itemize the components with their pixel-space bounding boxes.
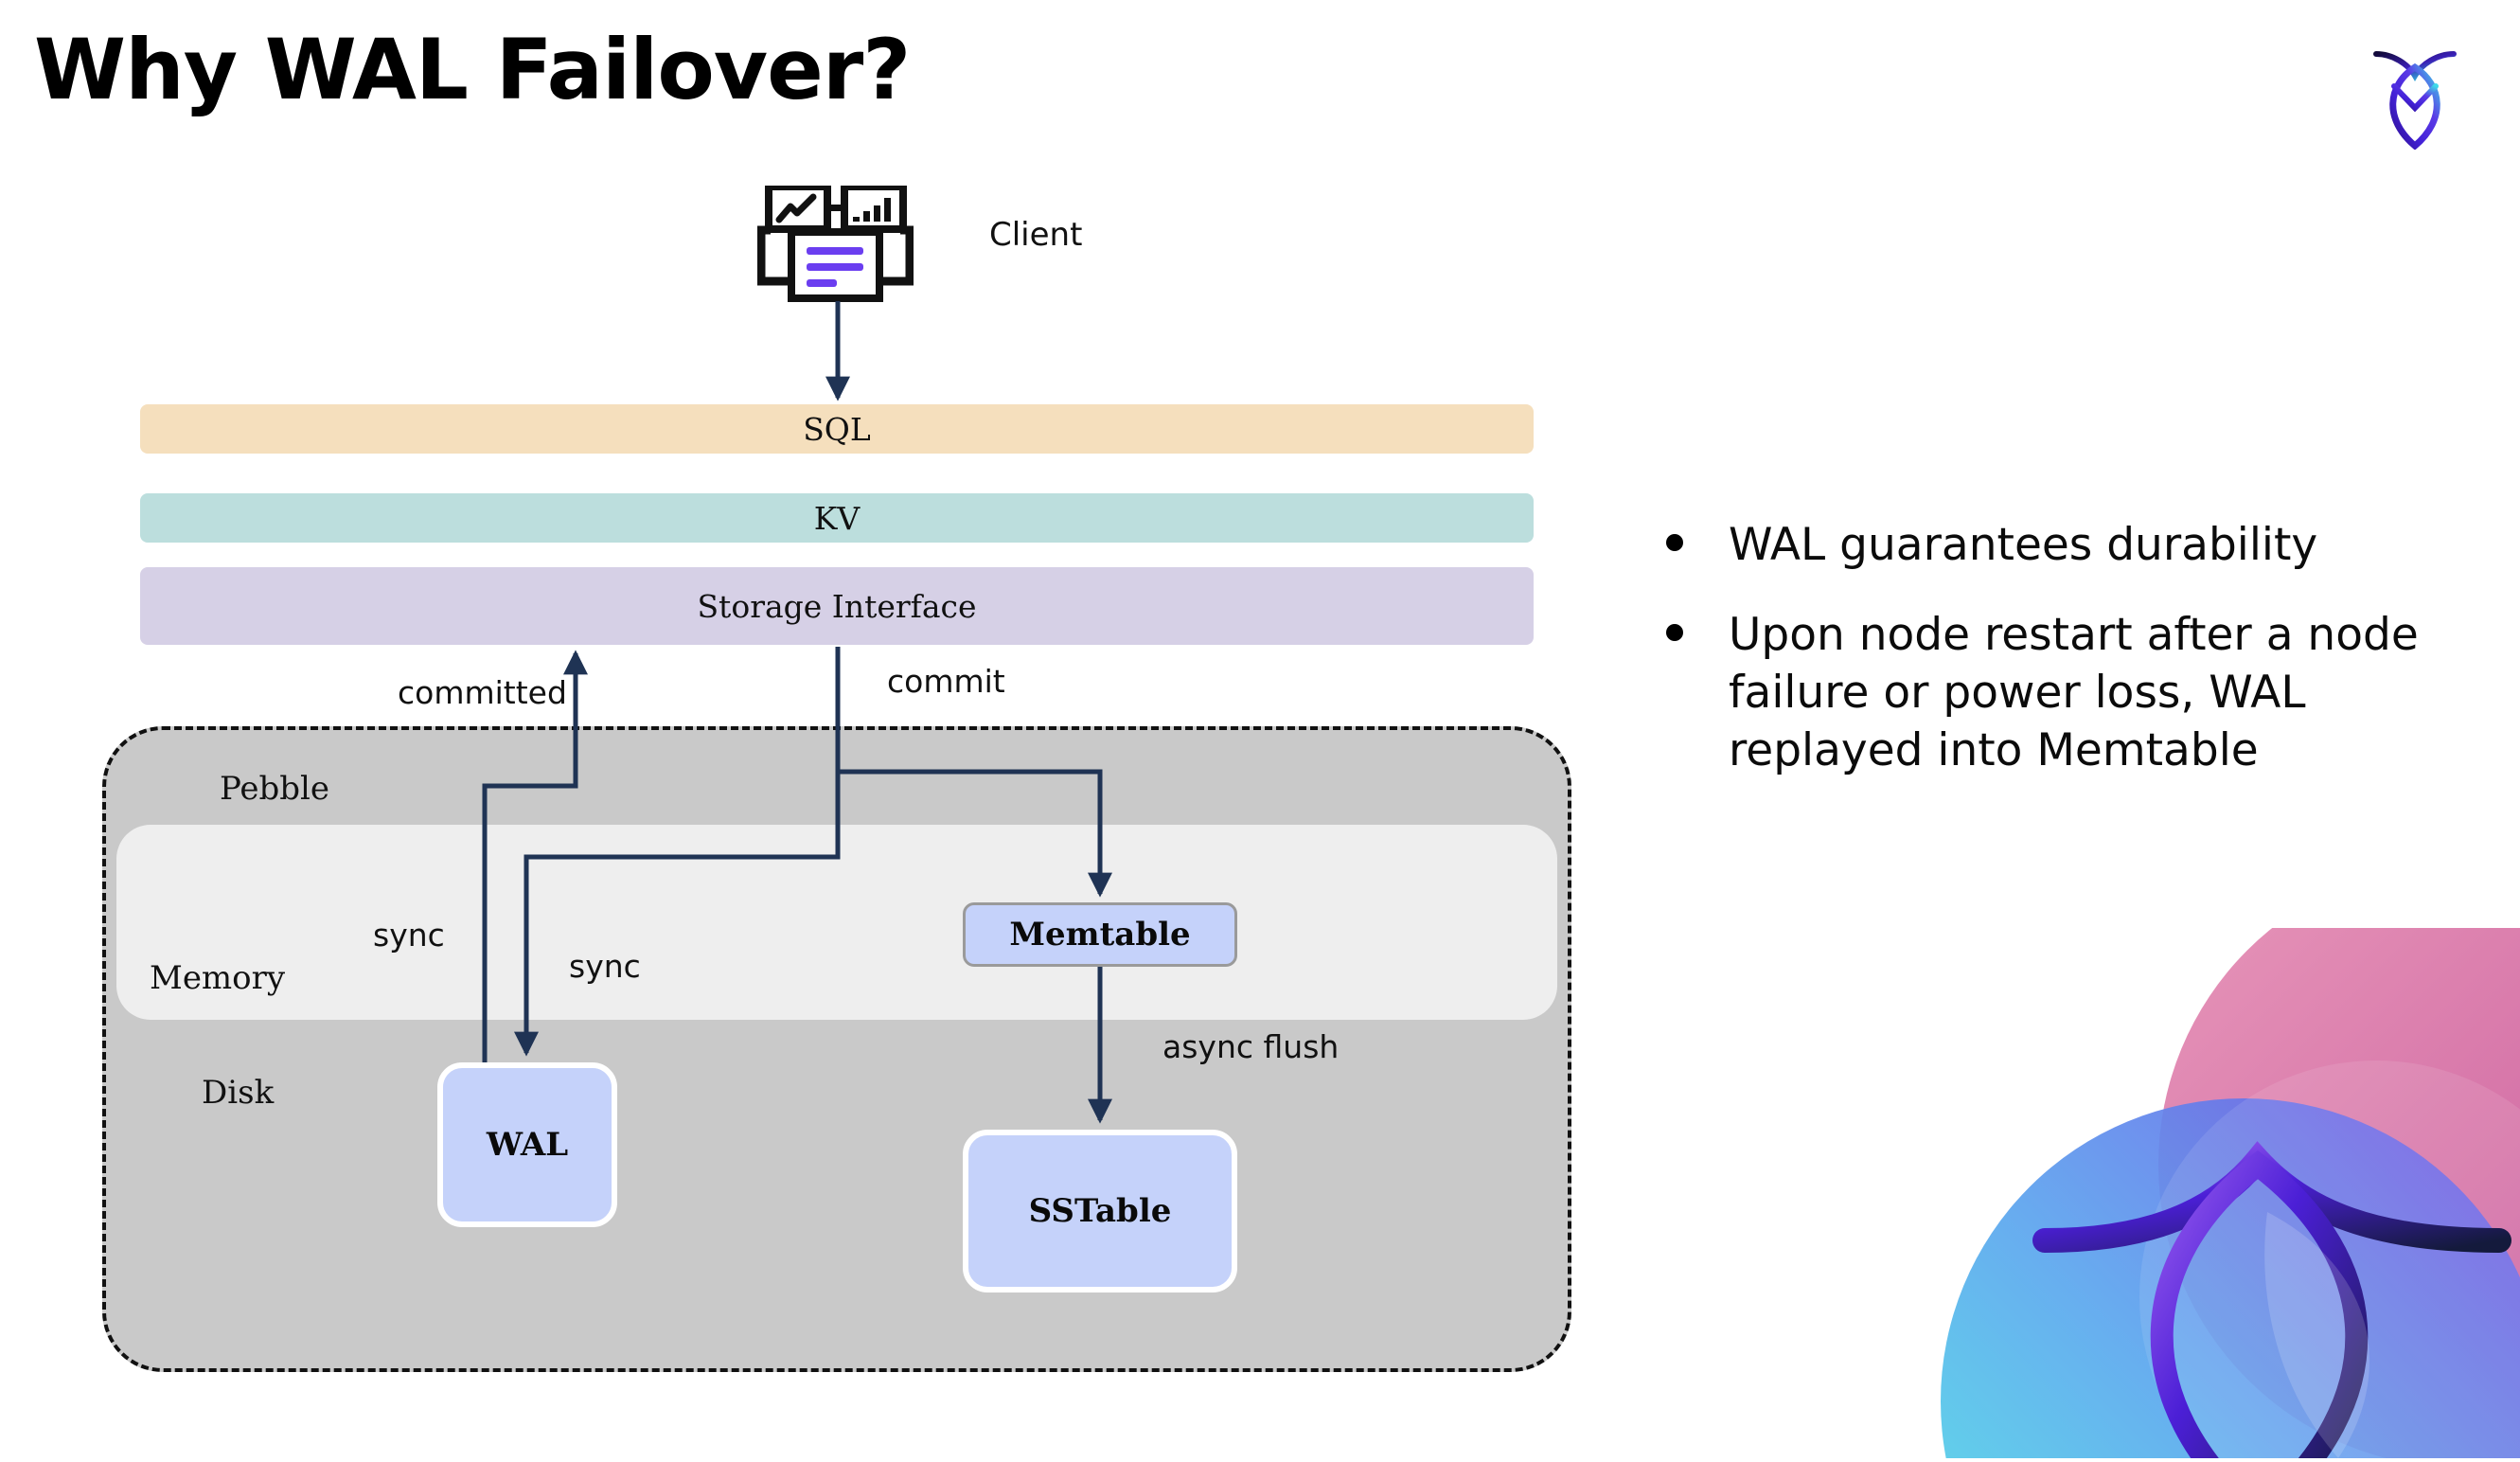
edge-label-sync-primary: sync — [373, 917, 445, 954]
bullet-text: WAL guarantees durability — [1729, 519, 2318, 571]
edge-label-sync-secondary: sync — [569, 948, 641, 985]
node-label-wal: WAL — [486, 1126, 569, 1164]
list-item: Upon node restart after a node failure o… — [1666, 606, 2480, 779]
memory-region — [116, 825, 1557, 1020]
bullet-dot-icon — [1666, 624, 1683, 642]
bullet-list: WAL guarantees durability Upon node rest… — [1666, 516, 2480, 811]
memory-label: Memory — [150, 959, 286, 997]
node-wal: WAL — [437, 1062, 617, 1227]
layer-bar-sql: SQL — [140, 404, 1534, 454]
disk-label: Disk — [202, 1074, 275, 1112]
cockroachdb-decorative-mark — [1931, 928, 2520, 1458]
node-sstable: SSTable — [963, 1130, 1237, 1293]
page-title: Why WAL Failover? — [34, 21, 911, 118]
layer-label-sql: SQL — [803, 410, 871, 448]
node-label-sstable: SSTable — [1028, 1192, 1172, 1230]
cockroachdb-logo-icon — [2363, 36, 2467, 151]
client-label: Client — [989, 216, 1083, 254]
pebble-label: Pebble — [220, 770, 329, 808]
node-memtable: Memtable — [963, 902, 1237, 967]
node-label-memtable: Memtable — [1009, 916, 1191, 954]
layer-bar-kv: KV — [140, 493, 1534, 543]
bullet-dot-icon — [1666, 534, 1683, 551]
layer-label-kv: KV — [813, 499, 861, 537]
edge-label-commit: commit — [887, 663, 1005, 700]
pebble-container — [102, 726, 1571, 1372]
bullet-text: Upon node restart after a node failure o… — [1729, 609, 2419, 777]
client-analytics-icon — [756, 183, 914, 309]
layer-bar-storage-interface: Storage Interface — [140, 567, 1534, 645]
layer-label-storage-interface: Storage Interface — [697, 587, 977, 625]
edge-label-committed: committed — [398, 674, 567, 711]
list-item: WAL guarantees durability — [1666, 516, 2480, 574]
edge-label-async-flush: async flush — [1162, 1028, 1340, 1065]
architecture-diagram: Client SQL KV Storage Interface Pebble M… — [102, 183, 1571, 1372]
